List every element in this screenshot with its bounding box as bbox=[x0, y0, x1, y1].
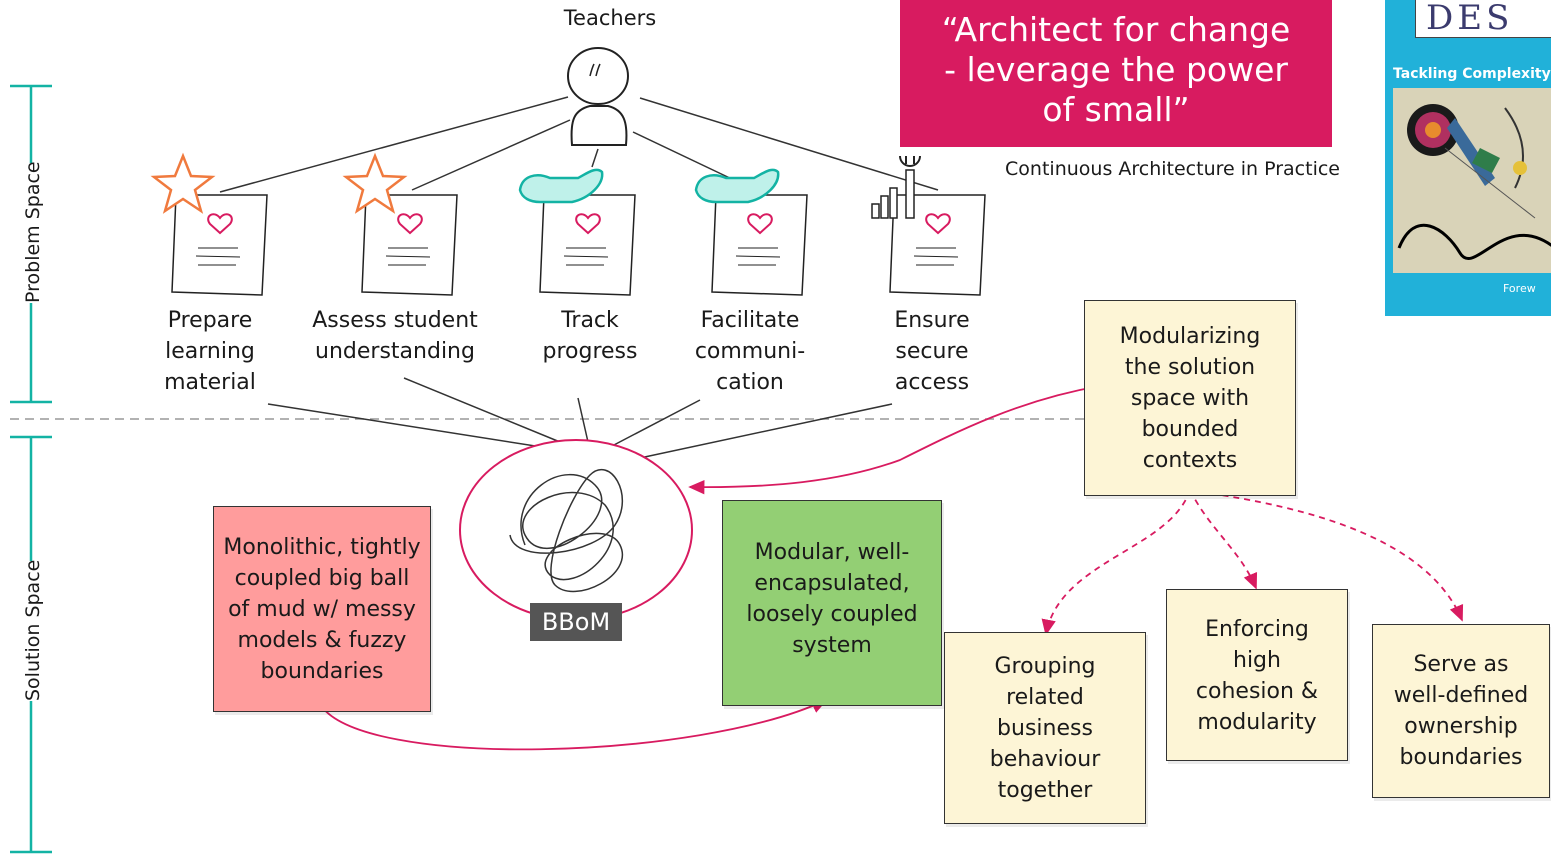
tangled-scribble-icon bbox=[509, 468, 624, 593]
document-icon bbox=[711, 194, 808, 296]
modularizing-dashed-arrows bbox=[1041, 489, 1464, 636]
task-bbom-links bbox=[267, 377, 893, 459]
monolith-note: Monolithic, tightly coupled big ball of … bbox=[213, 506, 431, 712]
document-icon bbox=[889, 194, 986, 296]
task-4-label: Facilitate communi- cation bbox=[694, 308, 806, 395]
document-icon bbox=[539, 194, 636, 296]
ownership-note: Serve as well-defined ownership boundari… bbox=[1372, 624, 1550, 798]
book-artwork bbox=[1393, 88, 1551, 273]
document-icon bbox=[171, 194, 268, 296]
modularizing-note: Modularizing the solution space with bou… bbox=[1084, 300, 1296, 496]
grouping-note: Grouping related business behaviour toge… bbox=[944, 632, 1146, 824]
tools-icon bbox=[871, 155, 921, 219]
hand-icon bbox=[518, 168, 604, 204]
teachers-label: Teachers bbox=[563, 6, 657, 30]
cohesion-note: Enforcing high cohesion & modularity bbox=[1166, 589, 1348, 761]
bbom-label: BBoM bbox=[530, 603, 622, 641]
hand-icon bbox=[694, 168, 780, 204]
task-2-label: Assess student understanding bbox=[312, 308, 478, 364]
quote-source: Continuous Architecture in Practice bbox=[1005, 158, 1340, 180]
modular-note: Modular, well- encapsulated, loosely cou… bbox=[722, 500, 942, 706]
person-icon bbox=[567, 47, 629, 146]
quote-box: “Architect for change - leverage the pow… bbox=[900, 0, 1332, 147]
document-icon bbox=[361, 194, 458, 296]
star-icon bbox=[150, 152, 216, 214]
task-1-label: Prepare learning material bbox=[164, 308, 256, 395]
bbom-circle bbox=[459, 439, 693, 621]
monolith-to-modular-arrow bbox=[319, 699, 828, 751]
book-subtitle: Tackling Complexity in bbox=[1393, 66, 1551, 82]
task-5-label: Ensure secure access bbox=[894, 308, 970, 395]
book-cover: DES Tackling Complexity in Forew bbox=[1385, 0, 1551, 316]
teacher-task-links bbox=[219, 96, 939, 193]
book-title: DES bbox=[1415, 0, 1551, 38]
modularizing-to-bbom-arrow bbox=[688, 385, 1101, 495]
task-3-label: Track progress bbox=[542, 308, 638, 364]
book-footer: Forew bbox=[1503, 282, 1536, 295]
star-icon bbox=[342, 152, 408, 214]
